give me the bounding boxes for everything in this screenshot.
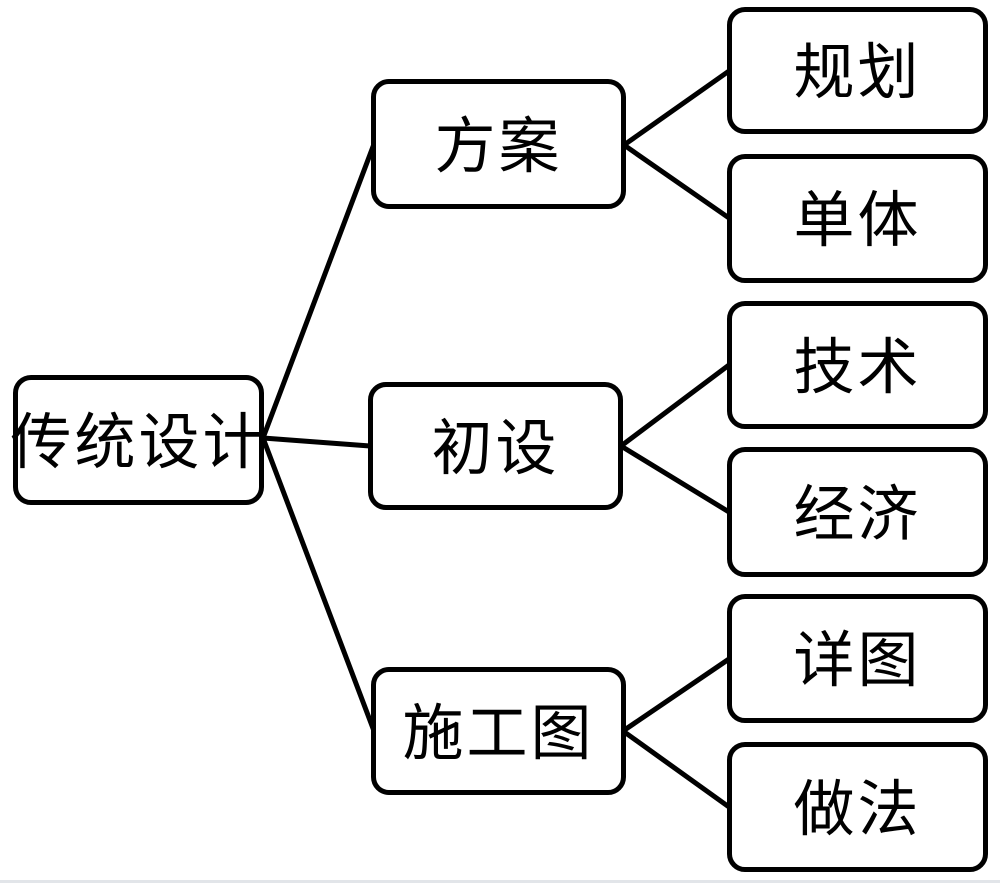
connector-construction-method (620, 728, 732, 810)
node-label: 技术 (793, 331, 922, 403)
node-economy: 经济 (727, 447, 988, 577)
connector-root-preliminary (260, 435, 373, 449)
node-label: 单体 (793, 185, 922, 256)
node-label: 经济 (793, 478, 922, 550)
node-label: 初设 (431, 412, 560, 484)
connector-preliminary-econ (618, 443, 732, 515)
connector-preliminary-tech (618, 362, 732, 449)
connector-scheme-planning (621, 68, 732, 148)
node-scheme: 方案 (371, 79, 626, 209)
connector-scheme-single (621, 142, 732, 221)
node-single-building: 单体 (727, 154, 988, 283)
node-traditional-design: 传统设计 (10, 375, 267, 505)
node-preliminary-design: 初设 (368, 382, 623, 510)
node-label: 详图 (793, 625, 922, 696)
node-label: 施工图 (402, 697, 595, 769)
node-label: 做法 (793, 773, 922, 845)
connector-root-scheme (260, 141, 377, 441)
node-technology: 技术 (727, 301, 988, 429)
node-detail-drawing: 详图 (727, 594, 988, 723)
node-construction-method: 做法 (727, 742, 988, 872)
connector-root-construction (260, 435, 377, 734)
node-label: 规划 (793, 37, 922, 108)
node-planning: 规划 (727, 7, 988, 134)
node-label: 方案 (434, 110, 563, 182)
node-construction-drawing: 施工图 (371, 667, 626, 795)
node-label: 传统设计 (10, 406, 267, 478)
page-bottom-edge (0, 880, 1000, 883)
connector-construction-detail (620, 656, 732, 734)
